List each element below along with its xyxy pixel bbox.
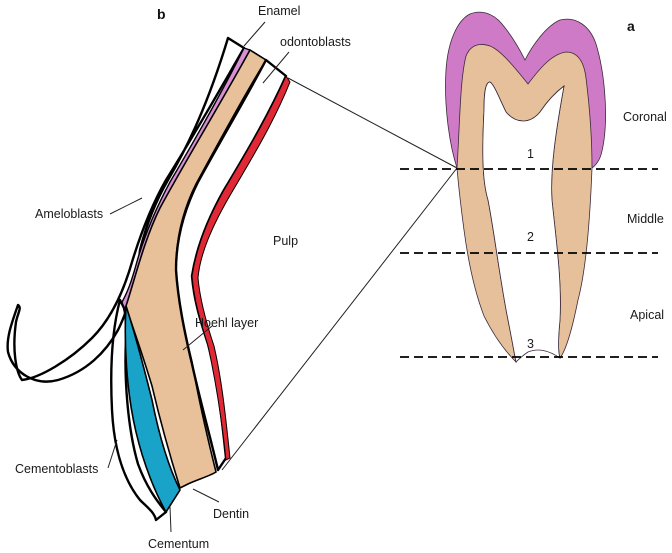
tooth-pulp [482, 81, 565, 363]
cementum-layer [124, 305, 181, 514]
panel-b-label: b [157, 6, 166, 22]
cementoblasts-leader [107, 439, 118, 469]
hoehl-layer-label: Hoehl layer [195, 316, 258, 330]
odontoblasts-label: odontoblasts [280, 35, 351, 49]
hoehl-layer [191, 74, 291, 461]
panel-a: a Coronal Middle Apical 1 2 3 [400, 11, 667, 364]
ameloblasts-leader [109, 197, 143, 215]
enamel-label: Enamel [258, 4, 300, 18]
cementum-leader [169, 506, 172, 533]
panel-b: b Enamel odontoblasts Ameloblasts Pulp H… [6, 4, 458, 551]
enamel-leader [243, 21, 266, 47]
ameloblasts-label: Ameloblasts [35, 207, 103, 221]
cementoblasts-label: Cementoblasts [15, 462, 98, 476]
middle-label: Middle [627, 212, 664, 226]
zoom-line-bottom [221, 167, 458, 471]
hoehl-leader [182, 325, 213, 351]
apical-label: Apical [630, 308, 664, 322]
dentin-label: Dentin [213, 507, 249, 521]
pulp-label: Pulp [273, 234, 298, 248]
zoom-line-top [287, 77, 458, 169]
dentin-leader [192, 488, 220, 503]
odontoblasts-leader [262, 51, 290, 84]
level-3-label: 3 [527, 337, 534, 351]
level-1-label: 1 [527, 147, 534, 161]
cementum-label: Cementum [148, 537, 209, 551]
ameloblast-layer [6, 36, 246, 383]
level-2-label: 2 [527, 230, 534, 244]
panel-a-label: a [627, 18, 635, 34]
coronal-label: Coronal [623, 110, 667, 124]
